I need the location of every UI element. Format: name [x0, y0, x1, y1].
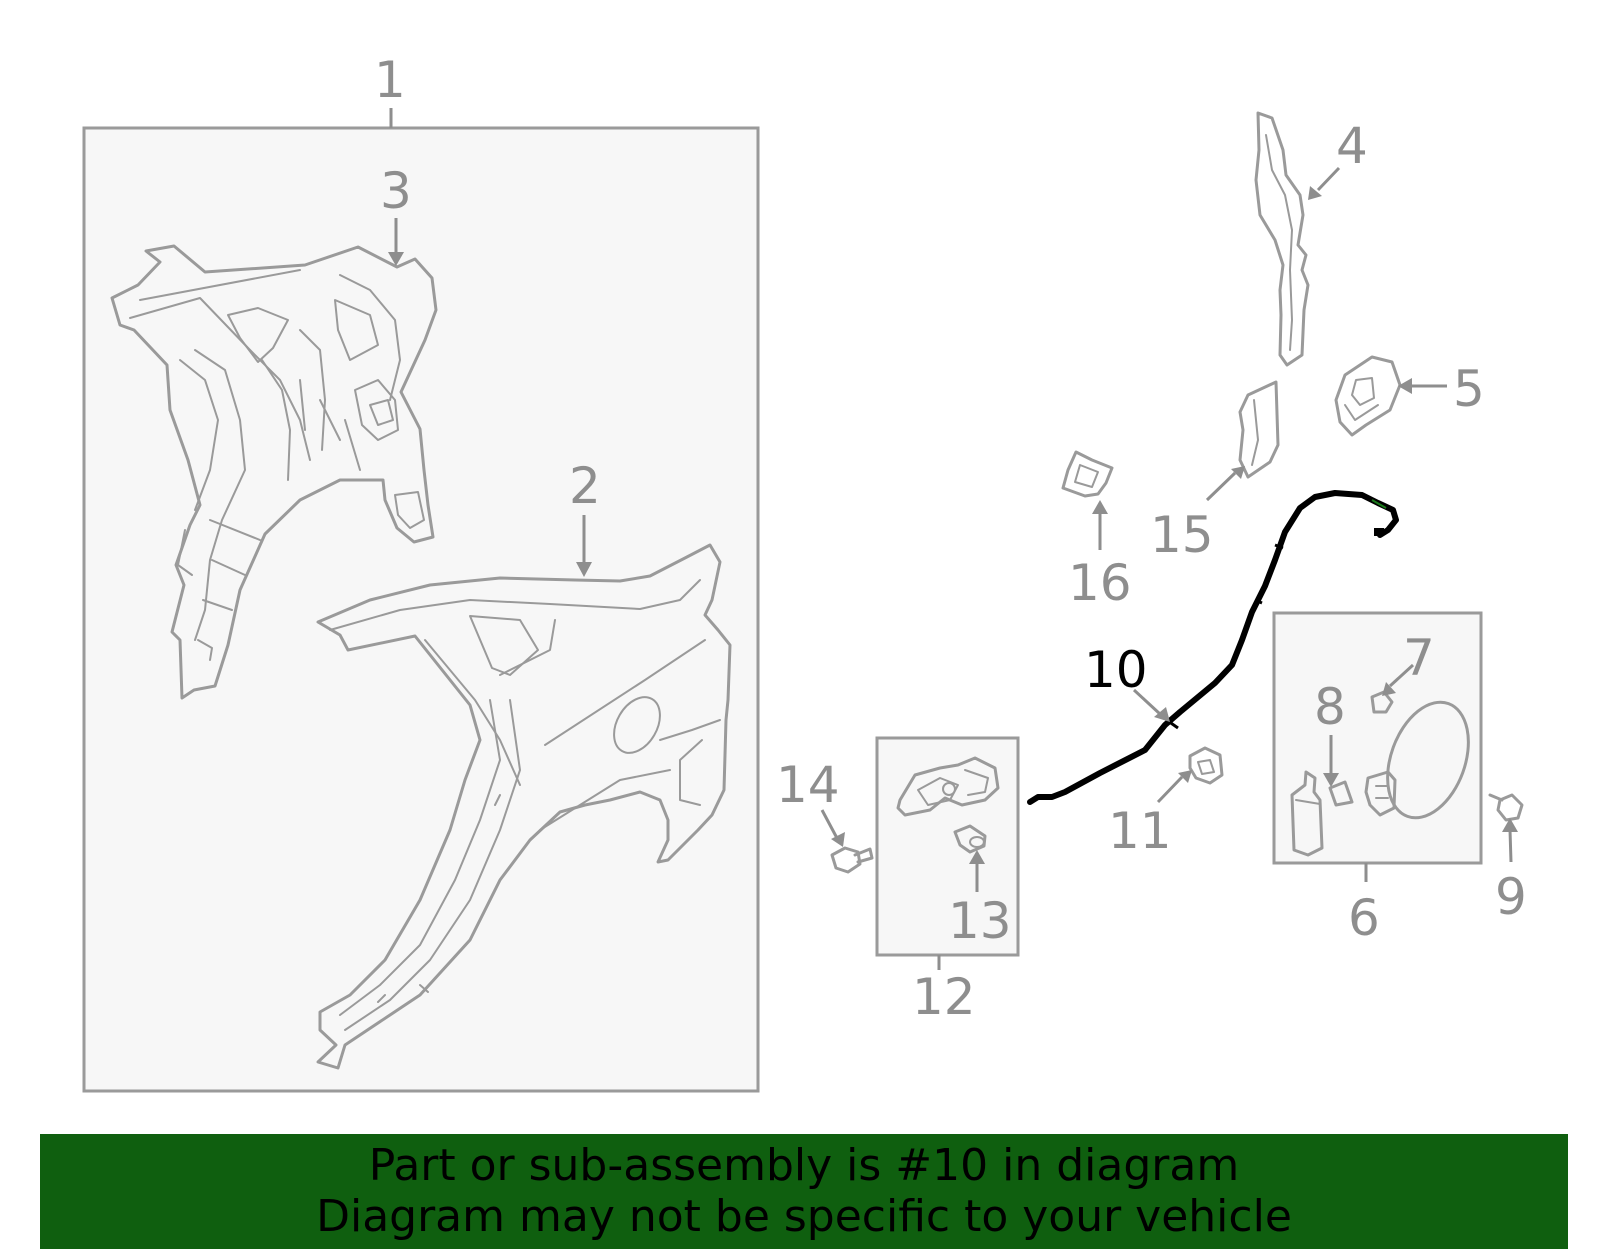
part-7-bumper [1370, 690, 1394, 714]
banner-line-2: Diagram may not be specific to your vehi… [316, 1191, 1292, 1242]
callout-13: 13 [948, 892, 1012, 950]
callout-3: 3 [380, 162, 412, 220]
callout-1: 1 [374, 51, 406, 109]
part-2-quarter-panel [316, 543, 732, 1070]
part-9-screw [1488, 793, 1524, 822]
group-box-1 [82, 126, 760, 1093]
callout-2: 2 [569, 457, 601, 515]
callout-9: 9 [1495, 868, 1527, 926]
callout-14: 14 [776, 756, 840, 814]
part-10-release-cable [1027, 490, 1399, 805]
part-16-clip [1061, 450, 1114, 498]
notice-banner: Part or sub-assembly is #10 in diagram D… [40, 1134, 1568, 1249]
banner-line-1: Part or sub-assembly is #10 in diagram [368, 1140, 1240, 1191]
leader-lines [388, 166, 1518, 892]
callout-8: 8 [1314, 678, 1346, 736]
callout-6: 6 [1348, 889, 1380, 947]
group-box-6 [1272, 611, 1483, 865]
parts-diagram: 1 2 3 4 5 6 7 8 9 10 11 12 13 14 15 16 [82, 51, 1527, 1093]
callout-16: 16 [1068, 554, 1132, 612]
part-11-clip [1188, 746, 1224, 785]
callout-15: 15 [1150, 506, 1214, 564]
callout-7: 7 [1403, 629, 1435, 687]
callout-4: 4 [1336, 117, 1368, 175]
callout-11: 11 [1108, 802, 1172, 860]
part-13-bushing [953, 824, 987, 854]
part-6-housing [1290, 770, 1324, 857]
part-14-bolt [830, 846, 874, 874]
part-4-bracket [1254, 111, 1310, 367]
part-6-fuel-door-assy [1290, 690, 1470, 857]
part-3-inner-panel [110, 244, 438, 700]
part-8-spring [1328, 780, 1354, 807]
callout-5: 5 [1453, 360, 1485, 418]
part-6-hinge [1364, 770, 1397, 817]
callout-10: 10 [1084, 641, 1148, 699]
callout-12: 12 [912, 968, 976, 1026]
part-6-fuel-door [1386, 700, 1470, 820]
part-5-grommet [1334, 355, 1402, 437]
part-12-latch-actuator [896, 756, 1000, 817]
part-15-bracket [1238, 380, 1280, 479]
